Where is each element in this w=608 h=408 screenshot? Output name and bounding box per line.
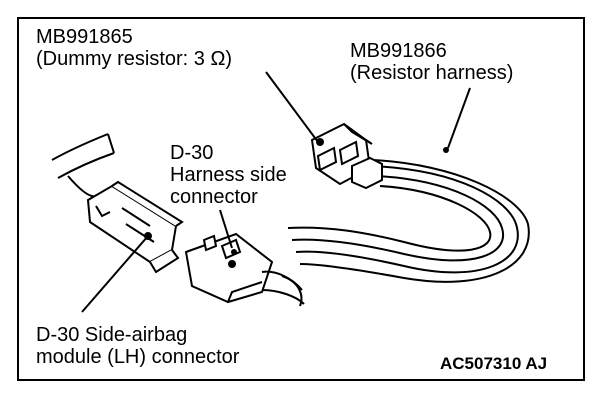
leader-harness-side-connector	[219, 209, 233, 249]
marker-resistor-harness	[443, 147, 449, 153]
marker-harness-side	[231, 249, 237, 255]
leader-lines	[81, 71, 471, 313]
harness-side-connector-label-line2: connector	[170, 186, 258, 208]
airbag-connector-label-line1: D-30 Side-airbag	[36, 324, 188, 346]
airbag-module-harness	[51, 133, 115, 198]
leader-airbag-connector	[81, 235, 149, 313]
resistor-harness-desc-label: (Resistor harness)	[350, 62, 514, 84]
dummy-resistor-desc-label: (Dummy resistor: 3 Ω)	[36, 48, 233, 70]
resistor-harness-code-label: MB991866	[350, 40, 447, 62]
dummy-resistor	[310, 122, 383, 190]
leader-dummy-resistor	[265, 71, 319, 143]
leader-resistor-harness	[447, 87, 471, 149]
harness-side-connector-id-label: D-30	[170, 142, 214, 164]
harness-side-connector-label-line1: Harness side	[170, 164, 287, 186]
resistor-harness-wires	[287, 159, 530, 283]
airbag-module-connector	[86, 180, 184, 274]
figure-code: AC507310 AJ	[440, 354, 548, 373]
airbag-connector-label-line2: module (LH) connector	[36, 346, 240, 368]
dummy-resistor-code-label: MB991865	[36, 26, 133, 48]
harness-side-connector	[184, 232, 274, 304]
harness-side-cable	[261, 270, 305, 307]
